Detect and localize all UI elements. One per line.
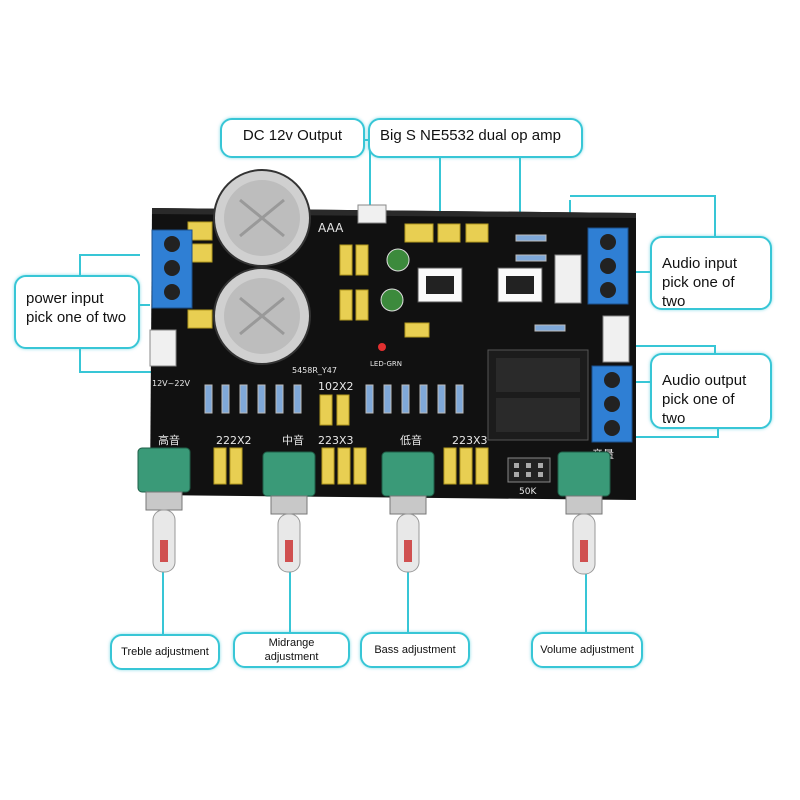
audio-input-connector bbox=[554, 254, 582, 304]
silk-222x2: 222X2 bbox=[216, 434, 252, 447]
dc-output-connector bbox=[357, 204, 387, 224]
op-amp-callout: Big S NE5532 dual op amp bbox=[368, 118, 583, 158]
silk-223x3-b: 223X3 bbox=[452, 434, 488, 447]
audio-output-callout: Audio output pick one of two bbox=[650, 353, 772, 429]
electrolytic-capacitor-2 bbox=[213, 267, 311, 365]
op-amp-chip-1 bbox=[417, 267, 463, 303]
silk-mid-cn: 中音 bbox=[282, 433, 304, 447]
treble-label: Treble adjustment bbox=[121, 646, 209, 658]
silk-50k: 50K bbox=[519, 487, 537, 497]
power-input-callout: power input pick one of two bbox=[14, 275, 140, 349]
electrolytic-capacitor-1 bbox=[213, 169, 311, 267]
treble-callout: Treble adjustment bbox=[110, 634, 220, 670]
silk-aaa: AAA bbox=[318, 221, 344, 235]
volume-potentiometer bbox=[557, 451, 611, 575]
midrange-potentiometer bbox=[262, 451, 316, 573]
silk-bass-cn: 低音 bbox=[400, 433, 422, 447]
silk-223x3-a: 223X3 bbox=[318, 434, 354, 447]
small-capacitor-2 bbox=[380, 288, 404, 312]
audio-input-label: Audio input pick one of two bbox=[662, 255, 738, 310]
led-indicator bbox=[378, 343, 386, 351]
bass-label: Bass adjustment bbox=[374, 644, 456, 656]
midrange-callout: Midrange adjustment bbox=[233, 632, 350, 668]
audio-output-connector bbox=[602, 315, 630, 363]
midrange-label: Midrange adjustment bbox=[264, 637, 319, 663]
audio-input-callout: Audio input pick one of two bbox=[650, 236, 772, 310]
silk-102x2: 102X2 bbox=[318, 380, 354, 393]
audio-output-terminal-block bbox=[591, 365, 633, 443]
op-amp-chip-2 bbox=[497, 267, 543, 303]
film-capacitors bbox=[187, 221, 489, 485]
small-capacitor-1 bbox=[386, 248, 410, 272]
dc-output-callout: DC 12v Output bbox=[220, 118, 365, 158]
dc-output-label: DC 12v Output bbox=[242, 127, 343, 144]
power-input-label: power input pick one of two bbox=[26, 290, 127, 326]
power-connector bbox=[149, 329, 177, 367]
op-amp-label: Big S NE5532 dual op amp bbox=[380, 127, 561, 144]
treble-potentiometer bbox=[137, 447, 191, 573]
silk-led: LED-GRN bbox=[370, 360, 402, 368]
silk-model: 5458R_Y47 bbox=[292, 366, 337, 375]
header-pins bbox=[507, 457, 551, 483]
audio-input-terminal-block bbox=[587, 227, 629, 305]
resistors bbox=[204, 234, 566, 414]
volume-callout: Volume adjustment bbox=[531, 632, 643, 668]
volume-label: Volume adjustment bbox=[540, 644, 634, 656]
silk-power-rating: 12V~22V bbox=[152, 379, 191, 388]
audio-output-label: Audio output pick one of two bbox=[662, 372, 747, 427]
power-terminal-block bbox=[151, 229, 193, 309]
bass-potentiometer bbox=[381, 451, 435, 573]
silk-treble-cn: 高音 bbox=[158, 433, 180, 447]
bass-callout: Bass adjustment bbox=[360, 632, 470, 668]
